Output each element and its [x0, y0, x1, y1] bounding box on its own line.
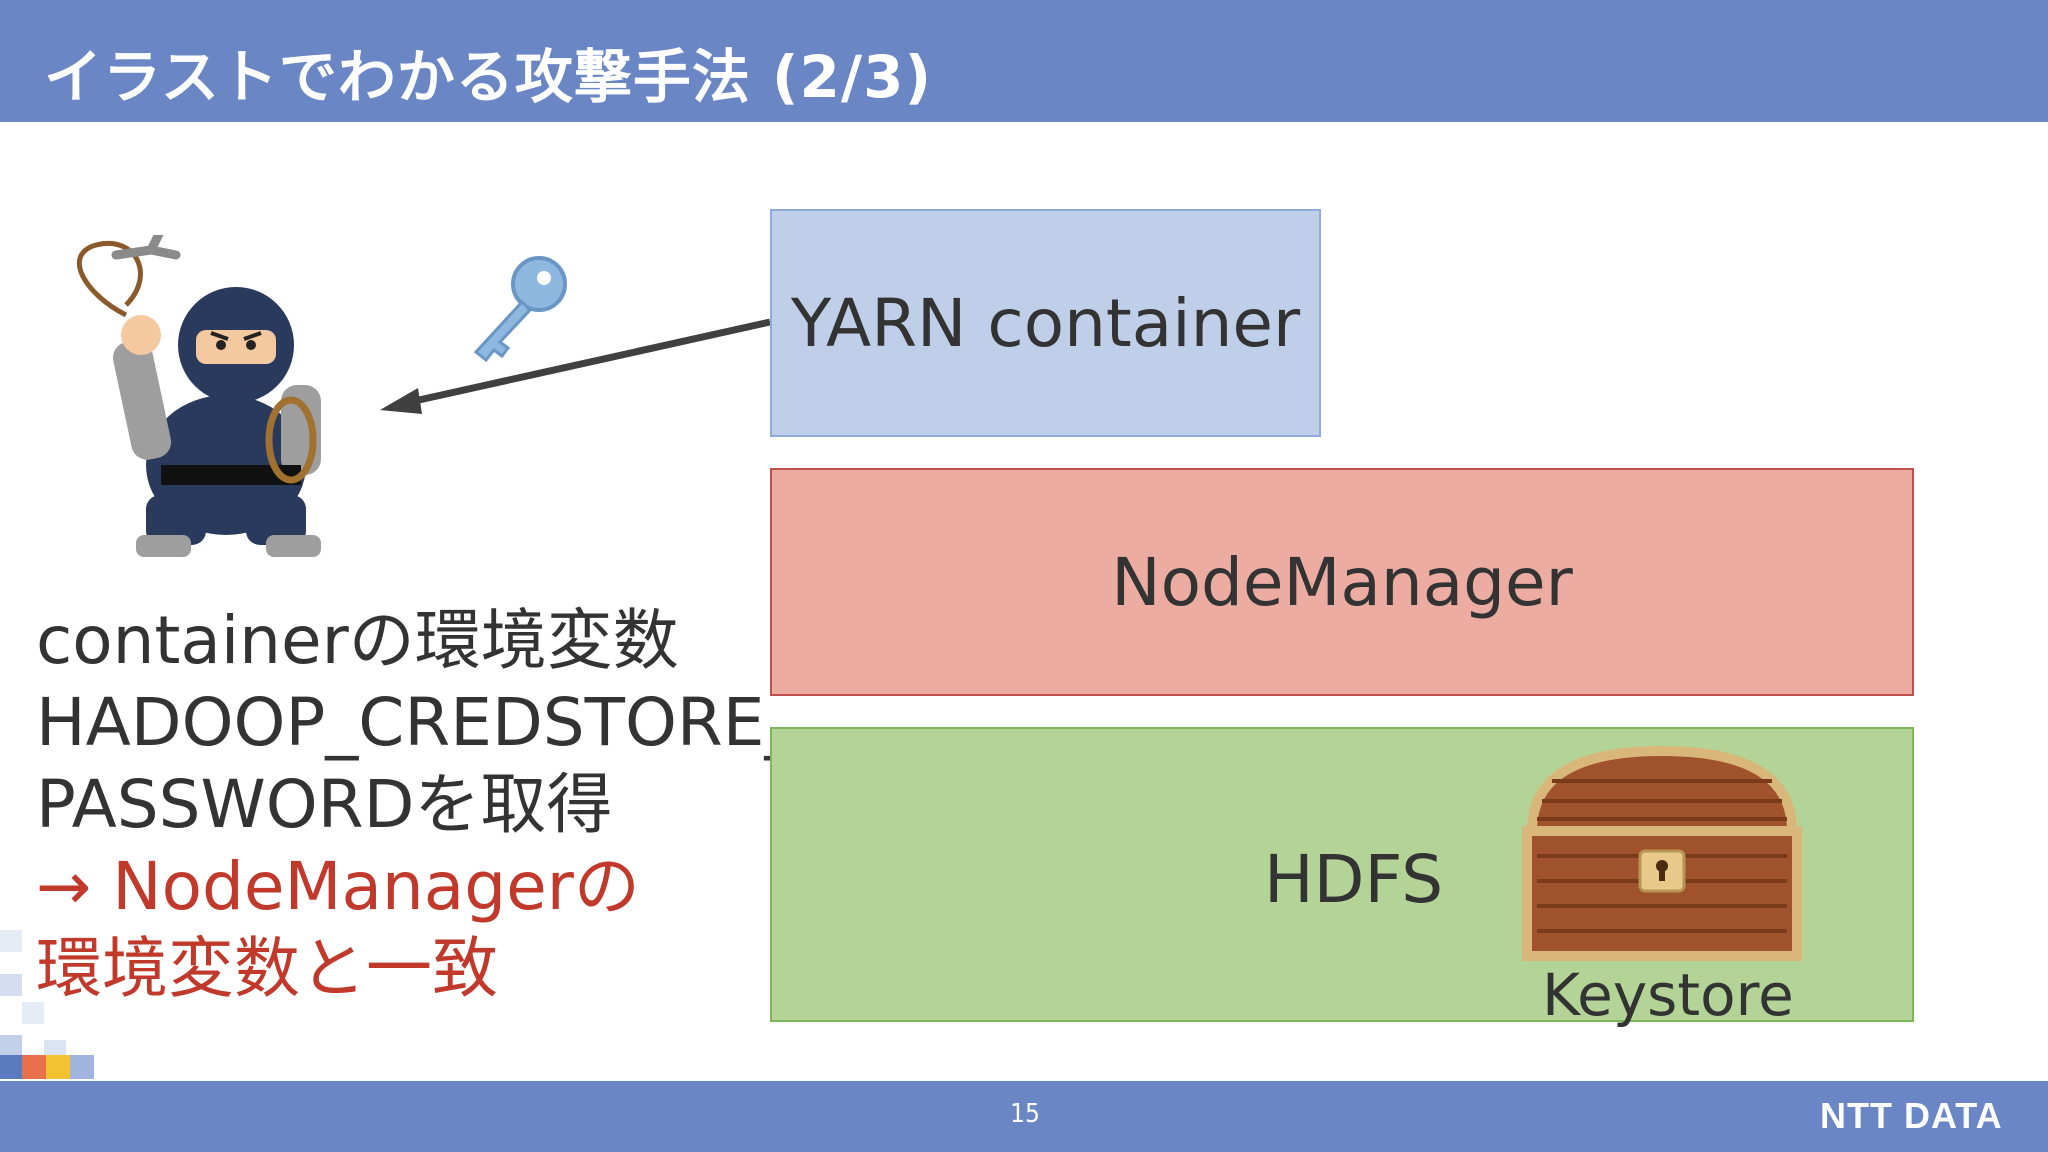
ninja-icon: [76, 235, 321, 557]
treasure-chest-icon: [1522, 745, 1802, 961]
hdfs-box: HDFS Keystore: [770, 727, 1914, 1029]
decorative-mosaic: [0, 930, 130, 1152]
yarn-container-box: YARN container: [770, 209, 1321, 437]
description-text: containerの環境変数 HADOOP_CREDSTORE_ PASSWOR…: [36, 600, 798, 1010]
slide-footer: 15 NTT DATA: [0, 1081, 2048, 1152]
ntt-data-logo: NTT DATA: [1820, 1095, 2003, 1136]
slide-title: イラストでわかる攻撃手法 (2/3): [44, 43, 932, 111]
description-line: containerの環境変数: [36, 602, 679, 679]
keystore-label: Keystore: [1542, 961, 1794, 1029]
description-highlight-line: 環境変数と一致: [36, 930, 498, 1007]
yarn-container-label: YARN container: [790, 284, 1301, 362]
description-highlight-line: → NodeManagerの: [36, 848, 640, 925]
key-icon: [473, 256, 567, 362]
nodemanager-box: NodeManager: [770, 468, 1914, 696]
page-number: 15: [1010, 1099, 1040, 1129]
description-line: PASSWORDを取得: [36, 766, 613, 843]
hdfs-label: HDFS: [1264, 841, 1444, 918]
slide-header: イラストでわかる攻撃手法 (2/3): [0, 0, 2048, 122]
arrow-left-icon: [380, 318, 771, 414]
nodemanager-label: NodeManager: [1111, 543, 1573, 621]
description-line: HADOOP_CREDSTORE_: [36, 684, 798, 761]
